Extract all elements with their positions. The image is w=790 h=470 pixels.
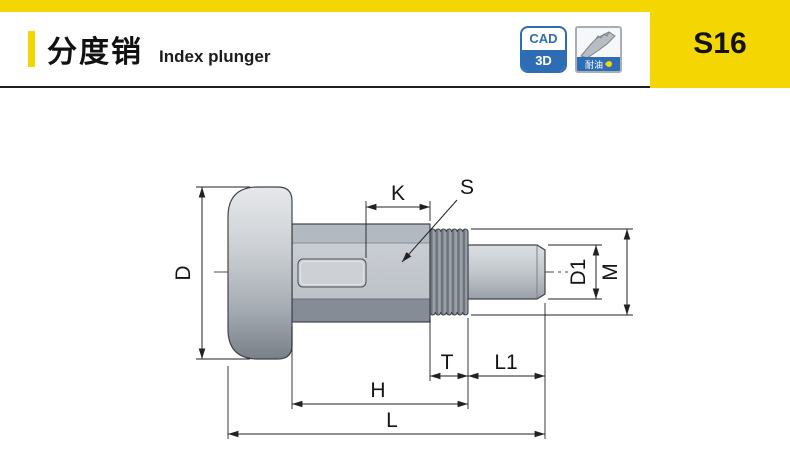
technical-drawing: D K S D1 M xyxy=(172,176,633,439)
cad-3d-label: 3D xyxy=(522,49,565,71)
pull-knob xyxy=(227,186,293,360)
dim-label-D: D xyxy=(172,265,195,280)
dim-label-S: S xyxy=(460,176,474,199)
dimension-K: K xyxy=(365,182,431,258)
page-subtitle: Index plunger xyxy=(159,47,271,66)
title-accent-bar xyxy=(28,31,35,67)
leader-line xyxy=(401,199,458,263)
dimension-M: M xyxy=(471,228,633,316)
oil-resistant-label: 耐油 xyxy=(577,57,620,71)
dimension-T: T xyxy=(429,318,469,409)
oil-resistant-badge: 耐油 xyxy=(575,26,622,73)
dimensions: D K S D1 M xyxy=(172,176,633,439)
dimension-D: D xyxy=(172,186,250,360)
pin-shape xyxy=(467,244,546,300)
dim-label-M: M xyxy=(599,263,622,281)
page-title: 分度销 xyxy=(47,36,143,69)
hex-body-bottom-facet xyxy=(292,299,430,322)
tool-flutes xyxy=(594,31,610,41)
oil-drop-icon xyxy=(604,59,614,69)
cad-label: CAD xyxy=(529,31,558,47)
dim-label-K: K xyxy=(391,182,405,205)
dim-label-L1: L1 xyxy=(494,351,517,374)
plunger-drawing xyxy=(214,186,568,360)
dimension-L1: L1 xyxy=(468,303,546,439)
lock-slot-highlight xyxy=(300,261,364,285)
dimension-L: L xyxy=(227,366,545,439)
hex-body xyxy=(291,223,431,323)
part-code: S16 xyxy=(693,27,747,60)
title-group: 分度销 Index plunger xyxy=(47,27,270,71)
cad-3d-badge[interactable]: CAD 3D xyxy=(520,26,567,73)
dim-label-H: H xyxy=(370,379,385,402)
dim-label-D1: D1 xyxy=(567,259,590,286)
oil-resistant-text: 耐油 xyxy=(584,59,603,70)
part-code-box: S16 xyxy=(650,0,790,88)
badge-group: CAD 3D 耐油 xyxy=(520,26,622,73)
dim-label-L: L xyxy=(386,409,398,432)
plunger-pin xyxy=(467,244,546,300)
cutting-tool-icon xyxy=(580,31,616,59)
tool-bit-shape xyxy=(580,31,616,59)
dimension-D1: D1 xyxy=(548,244,602,300)
knurled-ring xyxy=(429,228,469,316)
dimension-H: H xyxy=(291,326,468,409)
dim-label-T: T xyxy=(441,351,454,374)
dimension-S: S xyxy=(401,176,474,263)
top-accent-bar xyxy=(0,0,790,12)
lock-slot xyxy=(297,258,367,288)
hex-body-top-facet xyxy=(292,224,430,243)
